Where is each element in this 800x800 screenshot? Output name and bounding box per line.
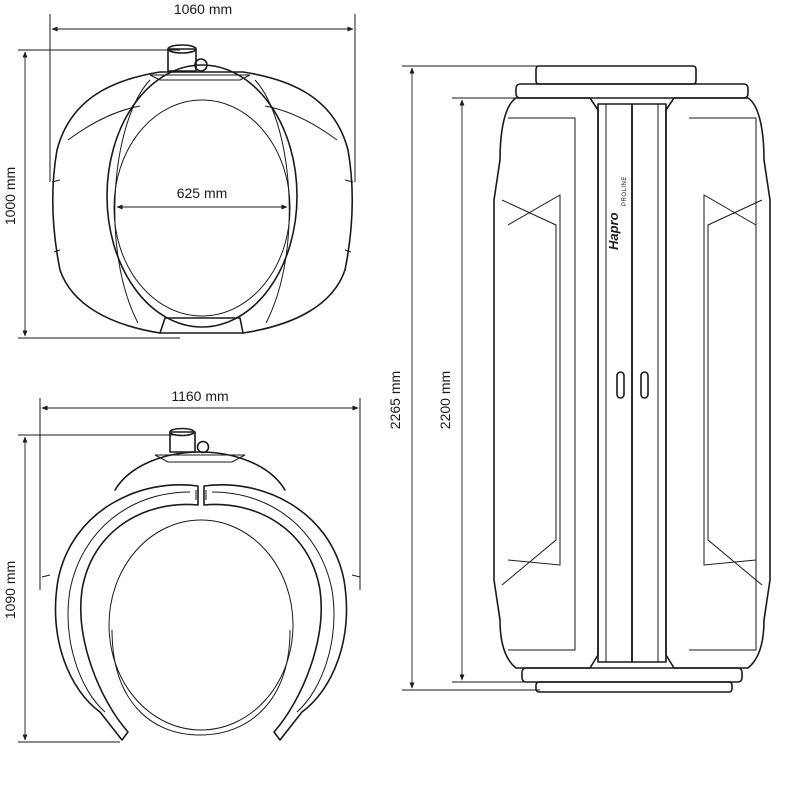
fan-connector [169, 431, 196, 453]
door-hinge-marks [195, 490, 207, 500]
hinge-plate [159, 317, 244, 334]
top-view-open: 1160 mm 1090 mm [2, 388, 361, 743]
panel-seam [114, 79, 151, 324]
fan-connector-top [167, 44, 197, 54]
center-right-panel [631, 103, 667, 663]
back-panel [114, 451, 286, 491]
canopy-outer-shell [51, 71, 354, 334]
width-dimension-label: 1060 mm [174, 1, 232, 17]
front-view: 2265 mm 2200 mm Hapro PROLINE [387, 65, 771, 693]
right-door-seam [211, 491, 335, 713]
left-door-panel [493, 97, 599, 669]
brand-logo: Hapro PROLINE [606, 176, 628, 250]
left-door-handle [616, 371, 625, 399]
top-bracket [154, 454, 246, 463]
right-door-contour [689, 117, 757, 651]
base-foot [535, 681, 733, 693]
fan-connector [167, 48, 197, 72]
top-fan-housing [535, 65, 697, 85]
open-depth-dimension-label: 1090 mm [2, 561, 18, 619]
panel-seam [264, 105, 338, 141]
total-height-dimension-label: 2265 mm [387, 371, 403, 429]
base-plate [521, 667, 743, 683]
brand-name: Hapro [606, 212, 621, 250]
connector-knob [194, 58, 208, 72]
left-door [54, 484, 199, 741]
brand-subline: PROLINE [622, 176, 628, 206]
canopy-inner-opening [106, 64, 298, 328]
connector-knob [196, 440, 210, 454]
open-width-dimension-label: 1160 mm [171, 388, 228, 404]
panel-seam [67, 105, 141, 141]
top-cap [515, 83, 749, 99]
depth-dimension-label: 1000 mm [2, 167, 18, 225]
left-door-contour [507, 117, 576, 651]
top-view-closed: 1060 mm 1000 mm 625 mm [2, 1, 356, 339]
side-notches [51, 179, 354, 253]
canopy-inner-ring [113, 99, 291, 317]
side-notches [41, 574, 361, 578]
panel-seam [254, 79, 290, 324]
fan-connector-top [169, 427, 195, 437]
inner-cabin-ring [108, 519, 294, 731]
right-door-panel [665, 97, 771, 669]
inner-floor-line [111, 629, 291, 736]
top-bracket [149, 74, 251, 81]
right-door-handle [640, 371, 649, 399]
cabin-height-dimension-label: 2200 mm [437, 371, 453, 429]
right-door-facet [707, 199, 763, 586]
right-door [203, 484, 348, 741]
left-door-seam [67, 491, 191, 713]
left-door-facet [501, 199, 557, 586]
inner-width-dimension-label: 625 mm [177, 185, 228, 201]
